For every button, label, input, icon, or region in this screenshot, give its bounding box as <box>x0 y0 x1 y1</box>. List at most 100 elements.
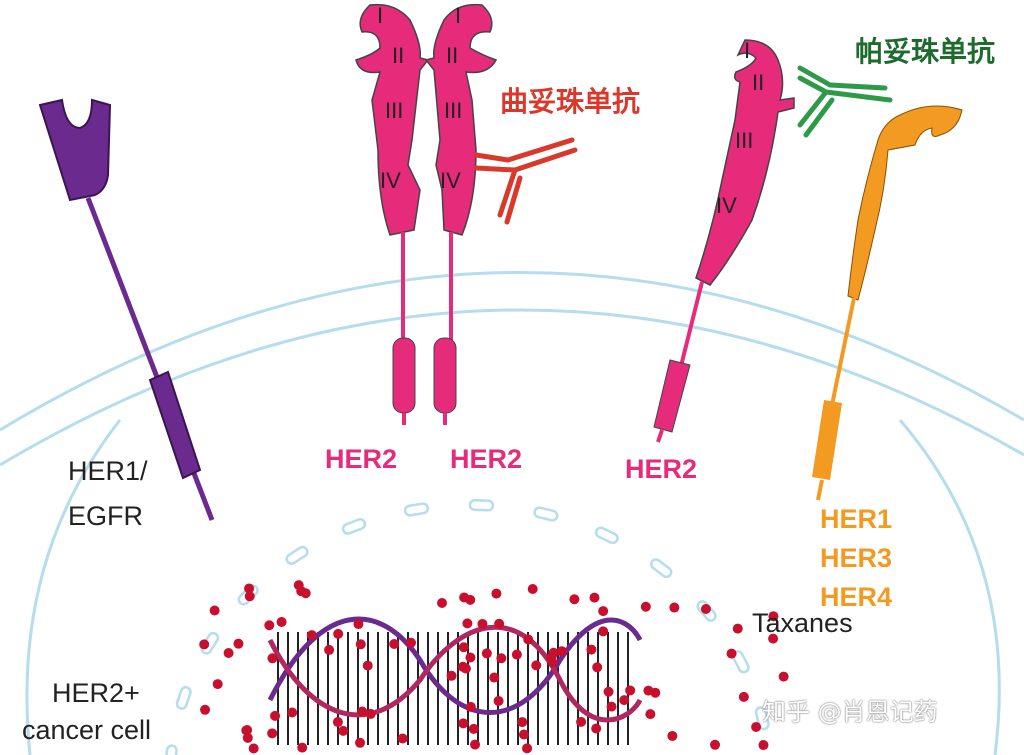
taxane-dot <box>598 626 609 637</box>
taxane-dot <box>468 723 479 734</box>
taxane-dot <box>603 686 614 697</box>
taxane-dot <box>619 695 630 706</box>
taxane-dot <box>732 623 743 634</box>
nucleus-pore-inner <box>535 508 556 520</box>
taxane-dot <box>547 657 558 668</box>
taxane-dot <box>531 660 542 671</box>
taxane-dot <box>738 691 749 702</box>
taxane-dot <box>778 671 789 682</box>
taxane-dot <box>477 618 488 629</box>
domain-numeral: III <box>385 98 404 123</box>
taxane-dot <box>643 685 654 696</box>
her1-label: HER1 <box>820 504 893 534</box>
watermark: 知乎 @肖恩记药 <box>762 698 938 726</box>
domain-numeral: III <box>735 128 754 153</box>
domain-numeral: II <box>392 43 405 68</box>
taxane-dot <box>462 618 473 629</box>
taxane-dot <box>297 742 308 753</box>
trastuzumab-label: 曲妥珠单抗 <box>500 85 641 118</box>
her4-label: HER4 <box>820 582 893 612</box>
domain-numeral: III <box>444 98 463 123</box>
taxane-dot <box>267 728 278 739</box>
domain-numeral: IV <box>380 168 401 193</box>
her134-receptor <box>812 105 963 501</box>
taxane-dot <box>223 648 234 659</box>
taxane-dot <box>606 701 617 712</box>
taxane-dot <box>353 619 364 630</box>
taxane-dot <box>645 709 656 720</box>
taxane-dot <box>389 638 400 649</box>
taxane-dot <box>465 652 476 663</box>
taxane-dot <box>200 704 211 715</box>
taxane-dot <box>199 639 210 650</box>
taxane-dot <box>276 616 287 627</box>
egfr-receptor <box>38 98 215 521</box>
taxane-dot <box>355 737 366 748</box>
domain-numeral: II <box>446 43 459 68</box>
her2-receptor-right <box>424 3 498 425</box>
nucleus-pore-inner <box>344 520 364 533</box>
her2-receptor-single <box>653 39 795 443</box>
taxane-dot <box>493 695 504 706</box>
taxane-dot <box>700 604 711 615</box>
egfr-label-line2: EGFR <box>68 501 144 531</box>
taxane-dot <box>556 646 567 657</box>
taxane-dot <box>446 670 457 681</box>
taxane-dot <box>241 725 252 736</box>
taxane-dot <box>598 606 609 617</box>
domain-numeral: II <box>752 70 765 95</box>
taxane-dot <box>640 601 651 612</box>
taxane-dot <box>248 743 259 754</box>
domain-numeral: I <box>744 38 751 63</box>
taxane-dot <box>306 630 317 641</box>
taxane-dot <box>625 685 636 696</box>
taxane-dot <box>576 716 587 727</box>
domain-numeral: IV <box>716 193 737 218</box>
taxane-dot <box>209 605 220 616</box>
pertuzumab-antibody <box>797 65 893 138</box>
domain-numeral: IV <box>440 168 461 193</box>
taxane-dot <box>406 637 417 648</box>
taxane-dot <box>586 644 597 655</box>
taxane-dot <box>437 597 448 608</box>
her2-receptor-left <box>355 3 430 425</box>
cell-label-line1: HER2+ <box>52 678 140 708</box>
taxanes-label: Taxanes <box>752 608 853 638</box>
taxane-dot <box>244 583 255 594</box>
taxane-dot <box>458 642 469 653</box>
nucleus-pore-inner <box>167 746 176 755</box>
egfr-label-line1: HER1/ <box>68 456 148 486</box>
taxane-dot <box>592 662 603 673</box>
nucleus-pore-inner <box>757 708 768 728</box>
taxane-dot <box>324 644 335 655</box>
taxane-dot <box>518 729 529 740</box>
taxane-dot <box>397 733 408 744</box>
nucleus-pore-inner <box>597 529 617 542</box>
taxane-dot <box>242 732 253 743</box>
taxane-dot <box>293 580 304 591</box>
taxane-dot <box>355 639 366 650</box>
taxane-dot <box>212 679 223 690</box>
nucleus-pore-inner <box>178 688 190 708</box>
taxane-dot <box>458 718 469 729</box>
taxane-dot <box>267 653 278 664</box>
pertuzumab-label: 帕妥珠单抗 <box>855 35 996 68</box>
trastuzumab-antibody <box>473 137 578 225</box>
nucleus-pore-inner <box>652 560 670 576</box>
taxane-dot <box>494 618 505 629</box>
taxane-dot <box>470 739 481 750</box>
taxane-dot <box>589 592 600 603</box>
dna-helix <box>267 616 643 745</box>
taxane-dot <box>357 706 368 717</box>
taxane-dots <box>199 580 789 754</box>
taxane-dot <box>591 723 602 734</box>
taxane-dot <box>333 628 344 639</box>
taxane-dot <box>768 633 779 644</box>
taxane-dot <box>270 710 281 721</box>
domain-numeral: I <box>455 3 462 28</box>
taxane-dot <box>287 707 298 718</box>
cell-label-line2: cancer cell <box>22 715 152 745</box>
taxane-dot <box>362 660 373 671</box>
